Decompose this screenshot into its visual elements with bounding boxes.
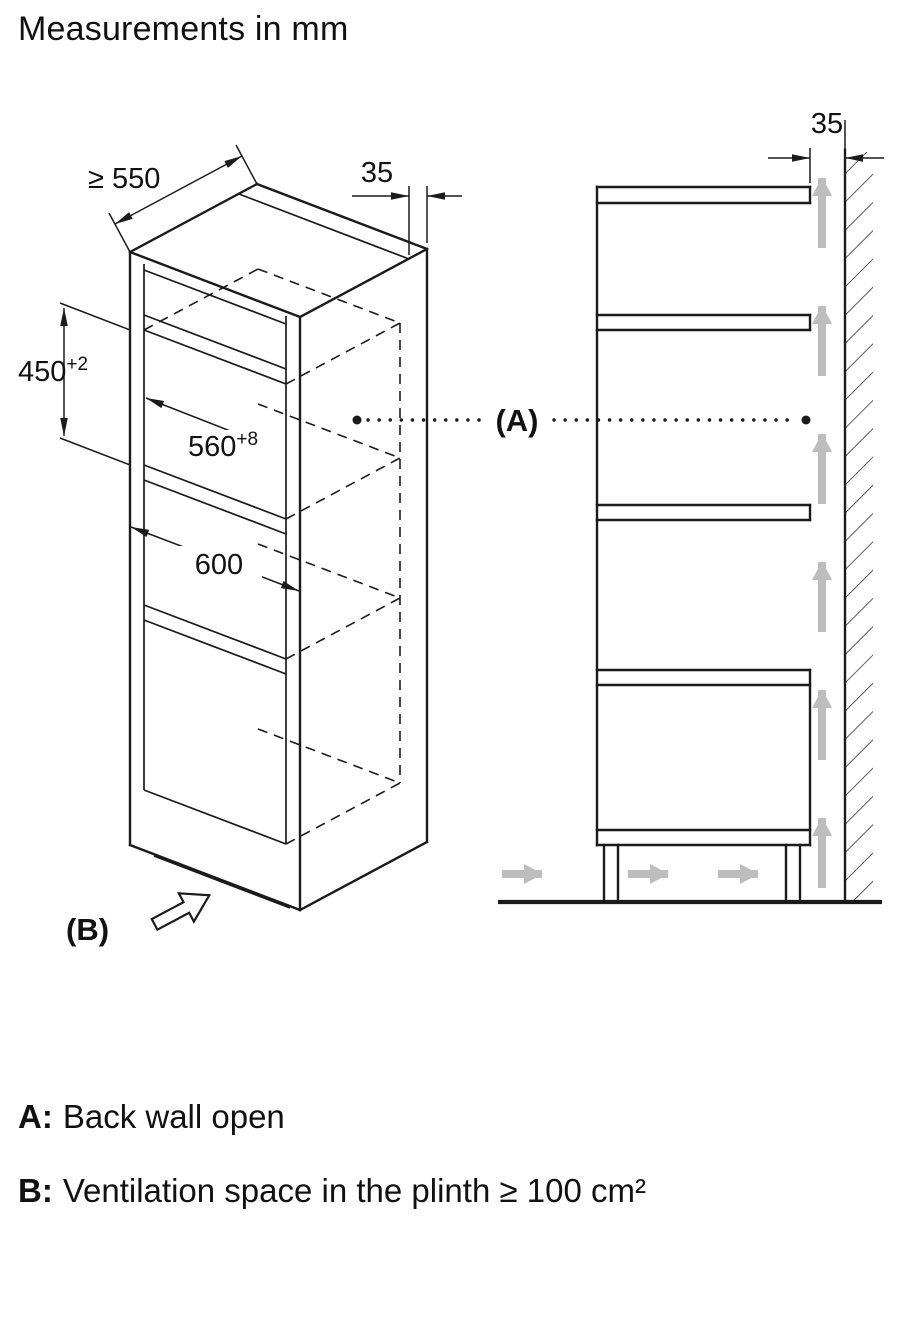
side-view: 35	[498, 108, 884, 905]
dim-niche-width: 560+8	[145, 397, 285, 463]
legend-a-key: A:	[18, 1098, 53, 1135]
dim-unit-width-label: 600	[195, 549, 243, 581]
iso-cabinet-outline	[128, 182, 429, 912]
dim-unit-width: 600	[130, 526, 300, 592]
reference-a: (A)	[352, 403, 811, 438]
plinth-recess	[153, 855, 291, 909]
legend-b: B:Ventilation space in the plinth ≥ 100 …	[18, 1172, 646, 1210]
dim-depth: ≥ 550	[88, 144, 258, 253]
wall-hatching	[845, 152, 873, 902]
dim-wall-gap: 35	[768, 108, 884, 183]
legend-a-text: Back wall open	[62, 1098, 285, 1135]
iso-cabinet-interior	[143, 264, 291, 909]
dim-top-strip-label: 35	[361, 157, 393, 189]
legend-b-text: Ventilation space in the plinth ≥ 100 cm…	[62, 1172, 646, 1209]
label-b: (B)	[66, 912, 109, 947]
legend-a: A:Back wall open	[18, 1098, 285, 1136]
dim-niche-width-label: 560+8	[188, 429, 258, 463]
dim-wall-gap-label: 35	[811, 108, 843, 140]
dim-depth-label: ≥ 550	[88, 163, 160, 195]
plinth-ventilation: (B)	[66, 892, 212, 947]
iso-view: ≥ 550 35 450+2 560+8	[18, 144, 462, 947]
dim-niche-height: 450+2	[18, 302, 131, 466]
label-a: (A)	[495, 403, 538, 438]
dim-niche-height-label: 450+2	[18, 354, 88, 388]
page-title: Measurements in mm	[18, 10, 349, 48]
dim-top-strip: 35	[352, 157, 462, 255]
side-cabinet	[595, 185, 812, 902]
airflow-arrows	[502, 177, 832, 888]
b-arrow-icon	[150, 892, 212, 932]
legend-b-key: B:	[18, 1172, 53, 1209]
reference-dot-right	[801, 415, 811, 425]
reference-dot-left	[352, 415, 362, 425]
